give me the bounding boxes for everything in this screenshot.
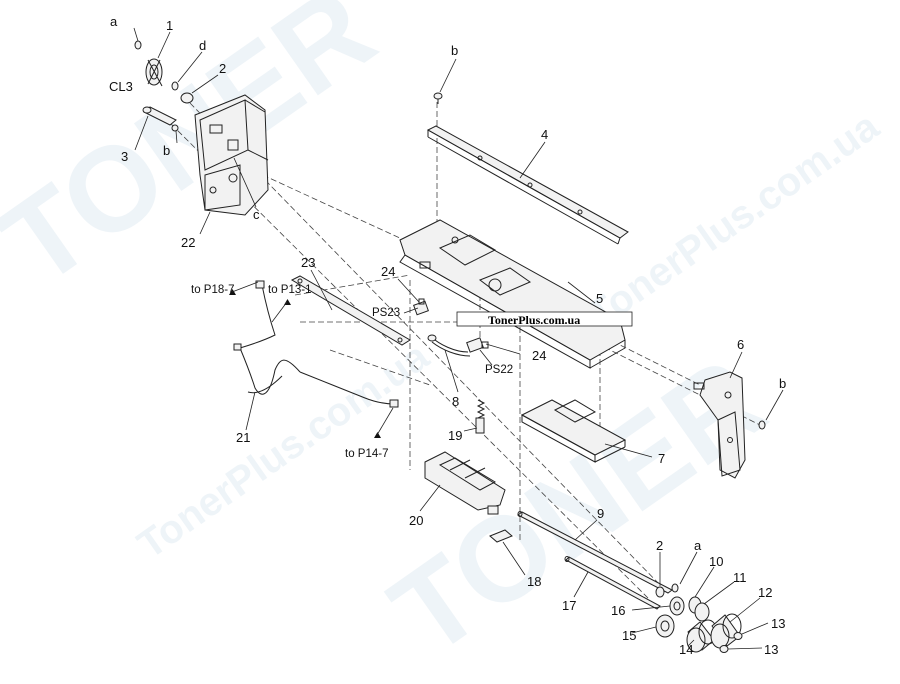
label-21: 21 (236, 430, 250, 445)
watermark-site-2: TonerPlus.com.ua (580, 104, 887, 338)
label-15: 15 (622, 628, 636, 643)
label-ps23: PS23 (372, 307, 400, 319)
label-d: d (199, 38, 206, 53)
tray-part-7 (520, 399, 627, 463)
connector-labels: to P18-7 to P13-1 to P14-7 (191, 284, 388, 460)
harness-part-21 (233, 280, 399, 408)
plate-part-18 (489, 529, 513, 543)
rail-part-4 (426, 125, 629, 245)
screw-b-top (433, 92, 443, 104)
label-17: 17 (562, 598, 576, 613)
label-b-left: b (163, 143, 170, 158)
site-label: TonerPlus.com.ua (488, 313, 580, 327)
label-2-bottom: 2 (656, 538, 663, 553)
label-24-top: 24 (381, 264, 395, 279)
label-18: 18 (527, 574, 541, 589)
ring-part-13a (733, 632, 743, 640)
label-6: 6 (737, 337, 744, 352)
label-cl3: CL3 (109, 79, 133, 94)
label-8: 8 (452, 394, 459, 409)
actuator-part-8 (427, 334, 471, 357)
label-1: 1 (166, 18, 173, 33)
collar-part-16 (669, 596, 685, 616)
label-4: 4 (541, 127, 548, 142)
gear-part-1 (145, 58, 163, 87)
label-20: 20 (409, 513, 423, 528)
label-2-top: 2 (219, 61, 226, 76)
e-ring-a (134, 40, 142, 50)
label-22: 22 (181, 235, 195, 250)
connector-p13: to P13-1 (268, 284, 311, 296)
label-11: 11 (733, 570, 747, 585)
ring-part-13b (719, 645, 729, 653)
bracket-part-22 (194, 94, 269, 216)
arrow-p14 (374, 432, 381, 438)
label-12: 12 (758, 585, 772, 600)
connector-p18: to P18-7 (191, 284, 234, 296)
label-16: 16 (611, 603, 625, 618)
label-13-bottom: 13 (764, 642, 778, 657)
watermark-site: TonerPlus.com.ua (130, 334, 437, 568)
sensor-ps23 (413, 298, 429, 316)
screw-b-left (171, 124, 179, 132)
shaft-part-17 (564, 556, 661, 610)
label-3: 3 (121, 149, 128, 164)
gear-part-15 (655, 614, 675, 638)
connector-p14: to P14-7 (345, 448, 388, 460)
bushing-part-2 (180, 92, 194, 104)
label-14: 14 (679, 642, 693, 657)
label-19: 19 (448, 428, 462, 443)
label-ps22: PS22 (485, 364, 513, 376)
label-a-top: a (110, 14, 118, 29)
guide-part-20 (424, 451, 506, 515)
shaft-part-3 (142, 106, 177, 126)
part-labels: a 1 d CL3 2 3 b c 22 b 4 5 23 24 PS23 24… (109, 14, 786, 657)
label-a-bottom: a (694, 538, 702, 553)
screw-b-right (758, 420, 766, 430)
plate-part-23 (290, 275, 411, 346)
label-5: 5 (596, 291, 603, 306)
leader-lines (133, 27, 784, 650)
site-label-box (456, 311, 633, 327)
label-13-top: 13 (771, 616, 785, 631)
bracket-part-6 (693, 371, 746, 479)
spring-part-19 (475, 399, 486, 434)
label-23: 23 (301, 255, 315, 270)
label-24-right: 24 (532, 348, 546, 363)
label-10: 10 (709, 554, 723, 569)
pin-d (171, 81, 179, 91)
bushing-part-2b (655, 586, 665, 598)
label-c: c (253, 207, 260, 222)
roller-part-12 (710, 613, 742, 649)
label-b-right: b (779, 376, 786, 391)
label-b-top: b (451, 43, 458, 58)
roller-part-11 (694, 602, 710, 622)
label-9: 9 (597, 506, 604, 521)
label-7: 7 (658, 451, 665, 466)
sensor-ps22 (466, 337, 489, 353)
e-ring-a-2 (671, 583, 679, 593)
